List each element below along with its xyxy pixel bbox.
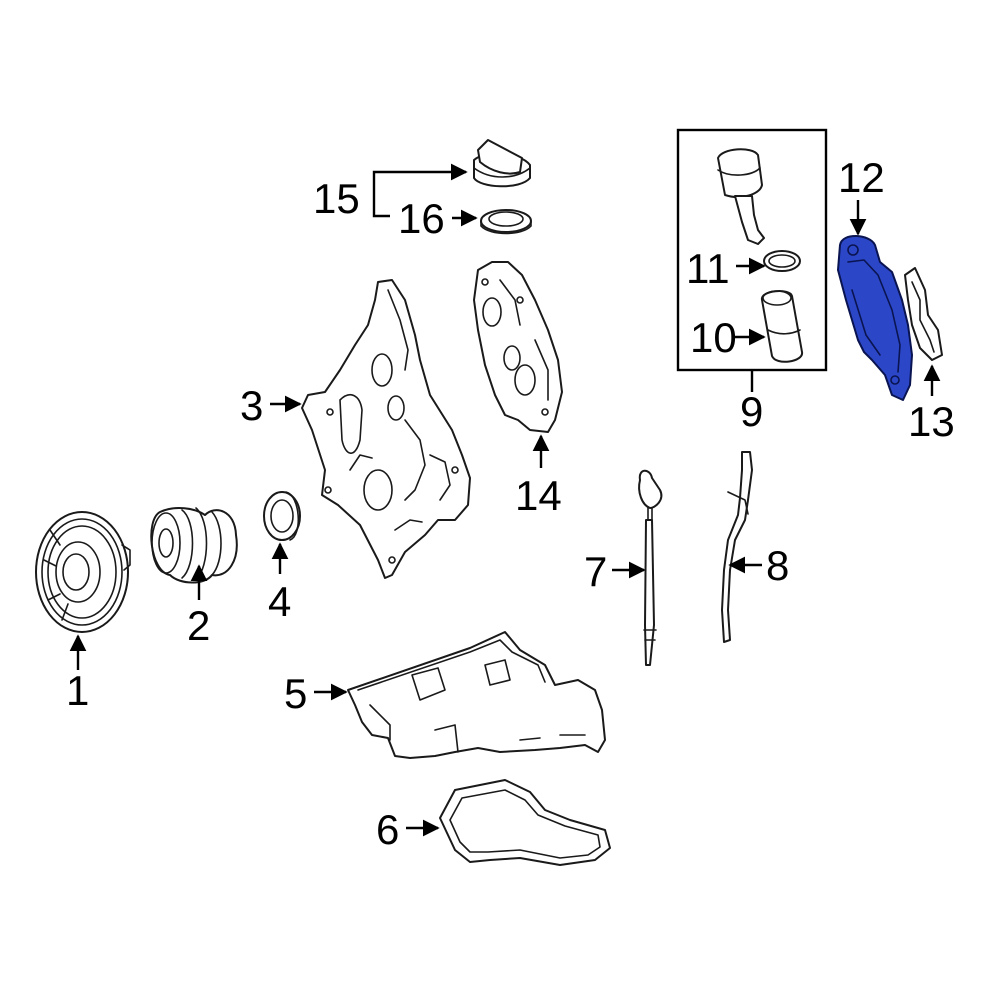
- leader-lines: [69, 163, 941, 837]
- part-9-filter-housing: [717, 148, 765, 245]
- callout-12: 12: [838, 154, 885, 201]
- part-15-filler-cap: [473, 139, 531, 188]
- part-8-dipstick-tube: [721, 451, 753, 643]
- callout-9: 9: [740, 388, 763, 435]
- part-13-cooler-gasket: [904, 267, 943, 361]
- part-10-oil-filter: [761, 290, 803, 363]
- callout-5: 5: [284, 670, 307, 717]
- part-3-timing-cover: [301, 279, 471, 579]
- callout-1: 1: [66, 667, 89, 714]
- callout-16: 16: [398, 195, 445, 242]
- part-16-seal: [480, 209, 532, 235]
- callout-7: 7: [584, 548, 607, 595]
- callout-14: 14: [515, 472, 562, 519]
- callout-10: 10: [690, 314, 737, 361]
- part-1-crankshaft-pulley: [35, 511, 131, 633]
- callout-6: 6: [376, 806, 399, 853]
- callout-3: 3: [240, 382, 263, 429]
- callout-15: 15: [313, 175, 360, 222]
- leader-15-cap: [372, 163, 468, 194]
- part-9-kit-box: [676, 128, 828, 372]
- part-7-dipstick: [638, 469, 663, 666]
- callout-2: 2: [187, 602, 210, 649]
- part-14-cover-plate: [473, 261, 563, 433]
- callout-11: 11: [686, 245, 730, 292]
- part-6-gasket: [439, 779, 611, 866]
- part-11-o-ring: [763, 250, 801, 272]
- callout-13: 13: [908, 398, 955, 445]
- callout-4: 4: [268, 578, 291, 625]
- callout-labels: 1 2 3 4 5 6 7 8 9 10 11 12 13 14 15 16: [66, 154, 955, 853]
- callout-8: 8: [766, 542, 789, 589]
- leader-15-bracket: [372, 194, 390, 218]
- part-4-seal: [263, 491, 301, 541]
- part-5-oil-pan: [347, 631, 606, 759]
- part-2-damper: [150, 507, 238, 584]
- part-12-oil-cooler: [837, 235, 913, 401]
